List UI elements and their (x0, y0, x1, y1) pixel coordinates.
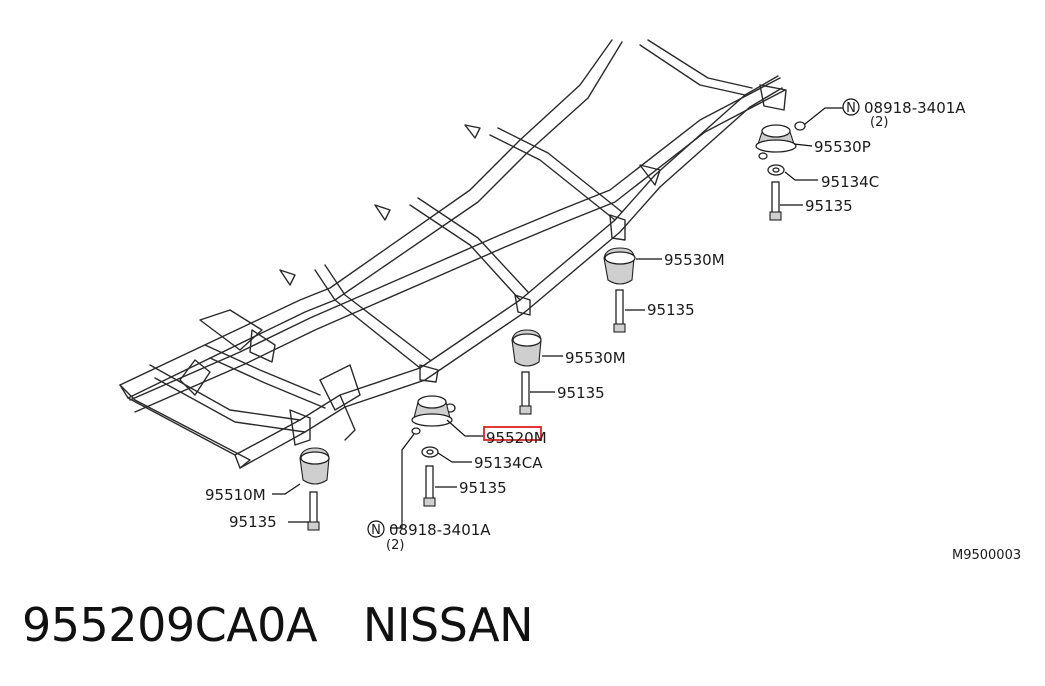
callout-bolt-rear[interactable]: 95135 (805, 197, 853, 215)
highlight-box (483, 426, 542, 441)
n-symbol-top: N (842, 98, 860, 116)
callout-mount-front[interactable]: 95510M (205, 486, 266, 504)
callout-mount-highlighted[interactable]: 95520M (486, 429, 547, 447)
callout-bolt-front[interactable]: 95135 (459, 479, 507, 497)
mount-highlighted-assembly (411, 395, 456, 507)
nut-icon (794, 121, 806, 131)
callout-bolt-front-left[interactable]: 95135 (229, 513, 277, 531)
callout-mount-rear[interactable]: 95530P (814, 138, 871, 156)
callout-labels: 08918-3401A (2) 95530P 95134C 95135 9553… (205, 99, 1021, 563)
callout-mount-mid2[interactable]: 95530M (664, 251, 725, 269)
bolt-icon (309, 491, 318, 527)
callout-washer-rear[interactable]: 95134C (821, 173, 879, 191)
callout-bolt-mid1[interactable]: 95135 (557, 384, 605, 402)
figure-code: M9500003 (952, 548, 1021, 563)
callout-bolt-mid2[interactable]: 95135 (647, 301, 695, 319)
manufacturer-name: NISSAN (362, 598, 534, 652)
n-symbol-text: N (371, 523, 381, 538)
part-number: 955209CA0A (22, 598, 317, 652)
bolt-icon (521, 371, 530, 411)
callout-mount-mid1[interactable]: 95530M (565, 349, 626, 367)
callout-washer-front[interactable]: 95134CA (474, 454, 543, 472)
bolt-icon (771, 181, 780, 217)
callout-bottom-nut-qty: (2) (386, 538, 404, 553)
callout-top-nut[interactable]: 08918-3401A (864, 99, 966, 117)
bolt-icon (615, 289, 624, 327)
callout-top-nut-qty: (2) (870, 115, 888, 130)
part-caption: 955209CA0A NISSAN (22, 598, 534, 652)
n-symbol-bottom: N (367, 520, 385, 538)
bolt-icon (425, 465, 434, 503)
callout-bottom-nut[interactable]: 08918-3401A (389, 521, 491, 539)
mount-front-assembly (299, 447, 330, 531)
n-symbol-text: N (846, 101, 856, 116)
leader-lines (272, 107, 843, 529)
mount-mid2-assembly (603, 247, 636, 333)
vehicle-frame-drawing (119, 39, 787, 469)
mount-mid1-assembly (511, 329, 542, 415)
mount-rear-assembly (755, 121, 806, 221)
